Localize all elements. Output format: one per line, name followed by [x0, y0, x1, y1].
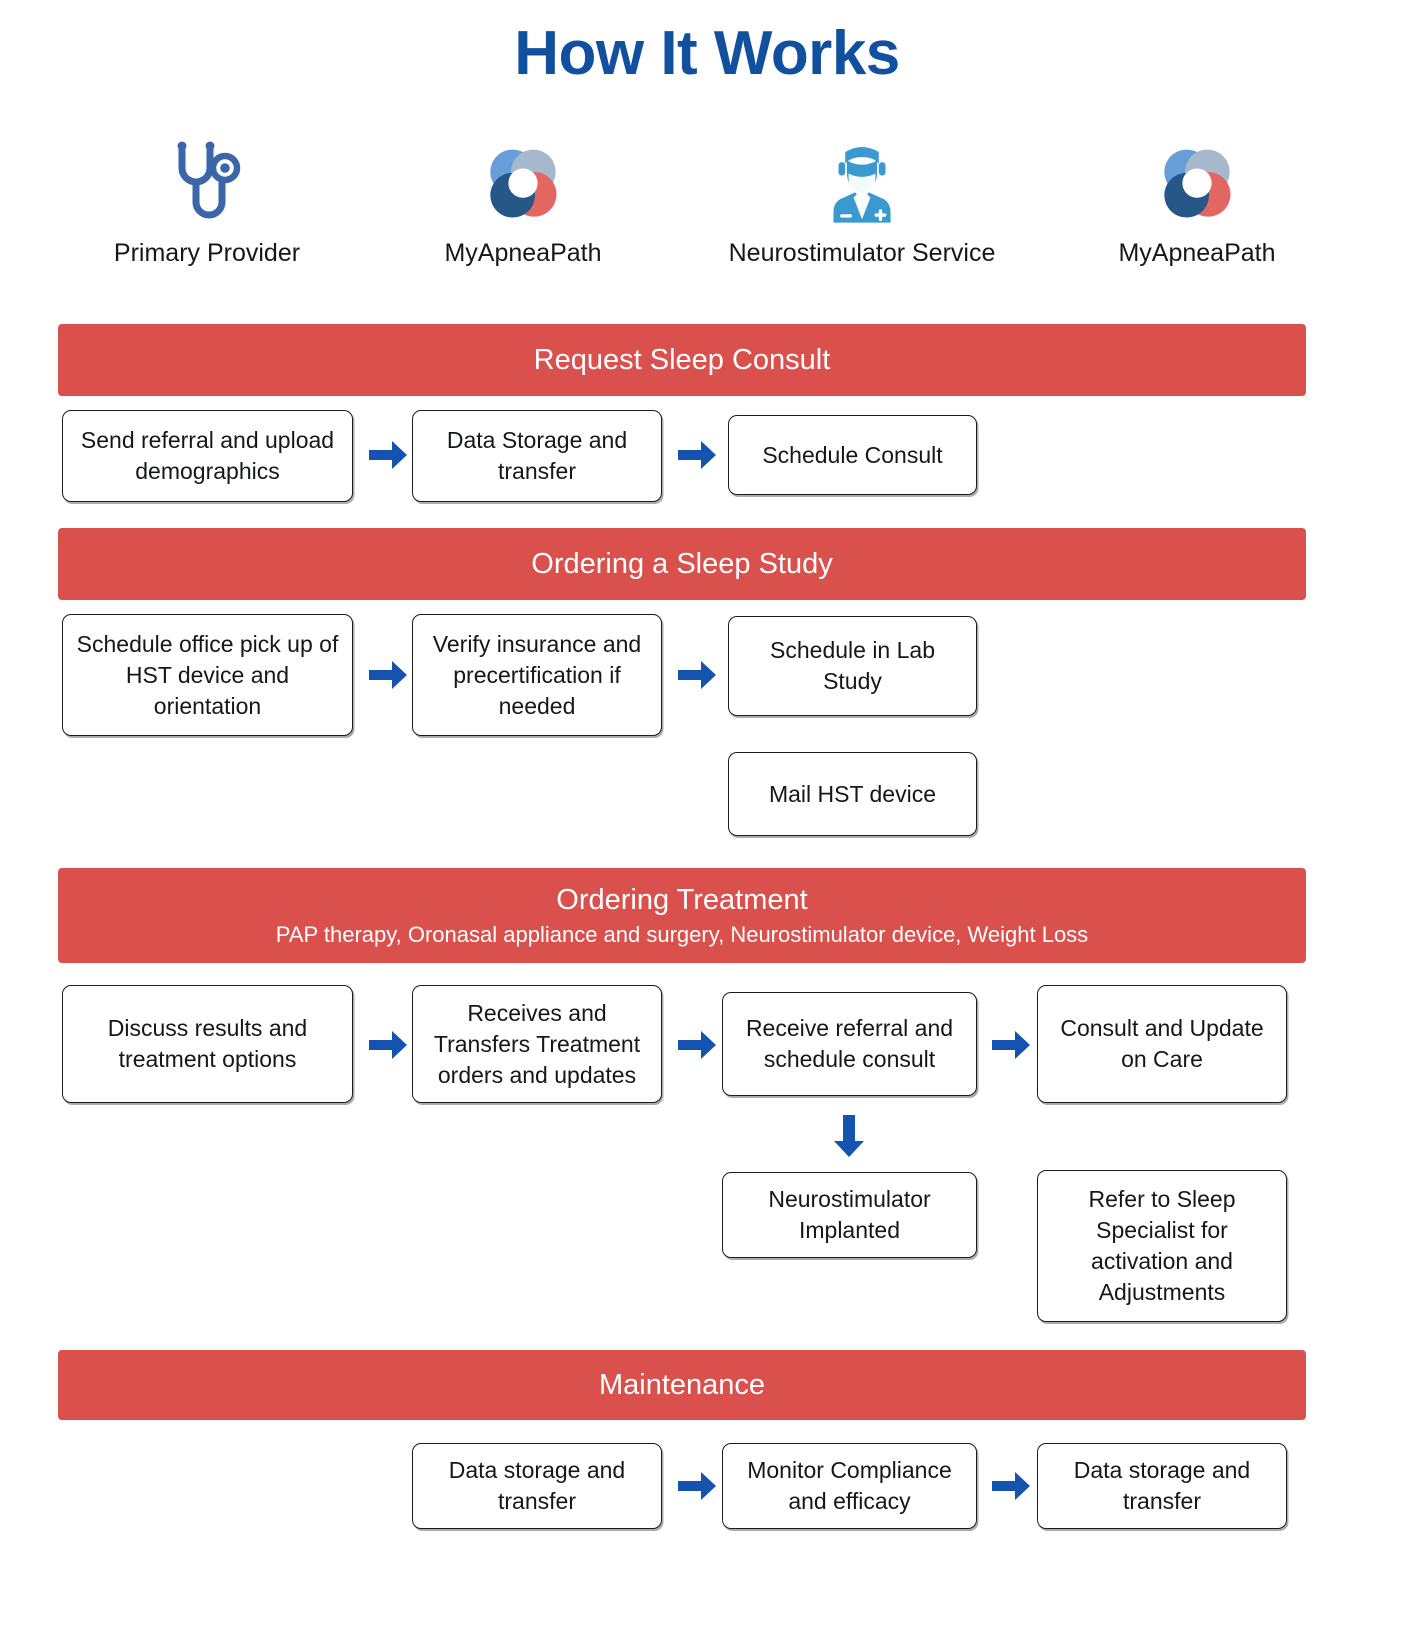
box-text: Schedule Consult: [762, 441, 943, 468]
arrow-right-icon: [676, 1028, 718, 1062]
section-band-ordering-treatment: Ordering Treatment PAP therapy, Oronasal…: [58, 868, 1306, 963]
arrow-right-icon: [676, 658, 718, 692]
box-text: Schedule in Lab Study: [770, 637, 935, 694]
arrow-right-icon: [990, 1028, 1032, 1062]
page-title: How It Works: [514, 19, 900, 88]
box-text: Refer to Sleep Specialist for activation…: [1088, 1186, 1236, 1305]
box-receives-transfers-orders[interactable]: Receives and Transfers Treatment orders …: [412, 985, 662, 1103]
arrow-right-icon: [676, 438, 718, 472]
box-text: Monitor Compliance and efficacy: [747, 1457, 952, 1514]
column-header-myapneapath-2: MyApneaPath: [1052, 138, 1342, 269]
box-text: Neurostimulator Implanted: [768, 1186, 931, 1243]
column-label: MyApneaPath: [444, 239, 602, 267]
section-band-request-sleep-consult: Request Sleep Consult: [58, 324, 1306, 396]
box-text: Receive referral and schedule consult: [745, 1015, 954, 1072]
arrow-right-icon: [990, 1469, 1032, 1503]
box-consult-update-care[interactable]: Consult and Update on Care: [1037, 985, 1287, 1103]
column-label: MyApneaPath: [1118, 239, 1276, 267]
box-schedule-office-pickup[interactable]: Schedule office pick up of HST device an…: [62, 614, 353, 736]
box-monitor-compliance[interactable]: Monitor Compliance and efficacy: [722, 1443, 977, 1529]
box-text: Data storage and transfer: [1073, 1457, 1251, 1514]
box-data-storage-transfer-2[interactable]: Data storage and transfer: [412, 1443, 662, 1529]
band-title: Ordering a Sleep Study: [531, 548, 833, 580]
box-text: Schedule office pick up of HST device an…: [76, 630, 339, 719]
arrow-right-icon: [367, 438, 409, 472]
box-send-referral[interactable]: Send referral and upload demographics: [62, 410, 353, 502]
stethoscope-icon: [62, 138, 352, 230]
box-text: Mail HST device: [768, 780, 937, 807]
column-headers: Primary Provider MyApneaPath: [0, 138, 1414, 308]
arrow-right-icon: [367, 658, 409, 692]
box-discuss-results[interactable]: Discuss results and treatment options: [62, 985, 353, 1103]
box-data-storage-transfer[interactable]: Data Storage and transfer: [412, 410, 662, 502]
box-receive-referral-schedule[interactable]: Receive referral and schedule consult: [722, 992, 977, 1096]
column-label: Neurostimulator Service: [728, 239, 996, 267]
box-schedule-consult[interactable]: Schedule Consult: [728, 415, 977, 495]
box-refer-sleep-specialist[interactable]: Refer to Sleep Specialist for activation…: [1037, 1170, 1287, 1322]
section-band-maintenance: Maintenance: [58, 1350, 1306, 1420]
box-text: Receives and Transfers Treatment orders …: [433, 999, 641, 1088]
box-text: Send referral and upload demographics: [80, 427, 335, 484]
column-header-neurostimulator-service: Neurostimulator Service: [717, 138, 1007, 269]
column-header-myapneapath-1: MyApneaPath: [378, 138, 668, 269]
box-mail-hst-device[interactable]: Mail HST device: [728, 752, 977, 836]
box-text: Data storage and transfer: [448, 1457, 626, 1514]
box-schedule-in-lab-study[interactable]: Schedule in Lab Study: [728, 616, 977, 716]
box-text: Discuss results and treatment options: [107, 1015, 308, 1072]
band-title: Maintenance: [598, 1369, 766, 1401]
box-neurostimulator-implanted[interactable]: Neurostimulator Implanted: [722, 1172, 977, 1258]
column-label: Primary Provider: [113, 239, 301, 267]
myapneapath-logo-icon: [378, 138, 668, 230]
box-text: Data Storage and transfer: [446, 427, 628, 484]
column-header-primary-provider: Primary Provider: [62, 138, 352, 269]
section-band-ordering-sleep-study: Ordering a Sleep Study: [58, 528, 1306, 600]
myapneapath-logo-icon: [1052, 138, 1342, 230]
band-title: Request Sleep Consult: [533, 344, 831, 376]
band-title: Ordering Treatment: [556, 883, 808, 916]
band-subtitle: PAP therapy, Oronasal appliance and surg…: [275, 921, 1089, 947]
box-text: Verify insurance and precertification if…: [432, 630, 642, 719]
arrow-right-icon: [676, 1469, 718, 1503]
box-text: Consult and Update on Care: [1060, 1015, 1264, 1072]
arrow-right-icon: [367, 1028, 409, 1062]
doctor-mask-icon: [717, 138, 1007, 230]
box-verify-insurance[interactable]: Verify insurance and precertification if…: [412, 614, 662, 736]
box-data-storage-transfer-3[interactable]: Data storage and transfer: [1037, 1443, 1287, 1529]
arrow-down-icon: [832, 1113, 866, 1159]
